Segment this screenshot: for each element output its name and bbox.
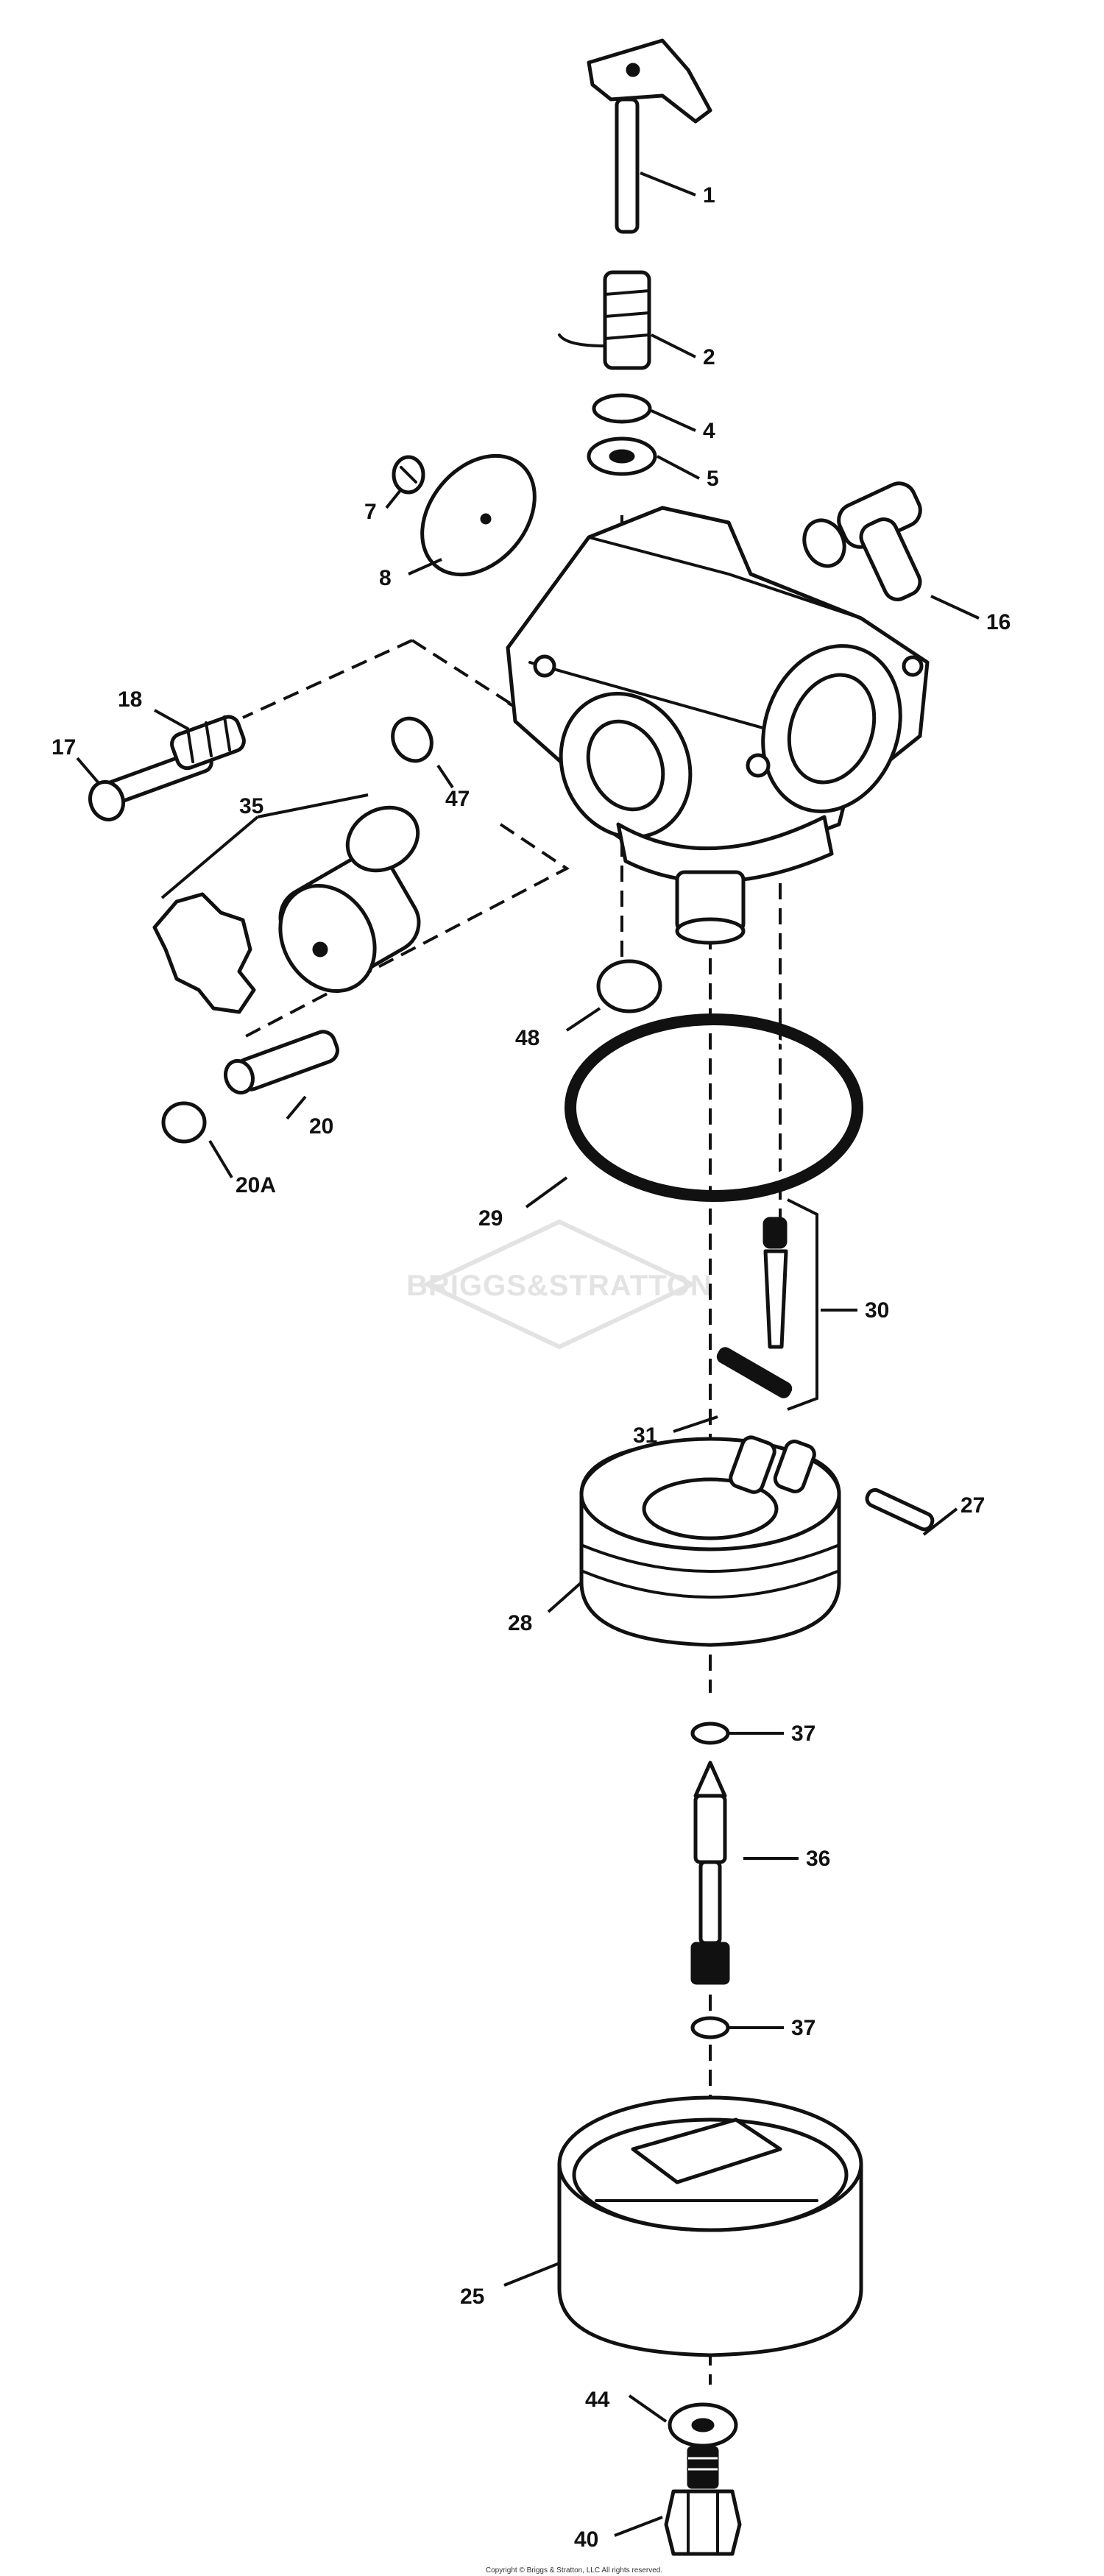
callout-44: 44: [585, 2388, 610, 2412]
float-28-part: [579, 1435, 841, 1647]
bowl-washer-44-part: [668, 2402, 738, 2448]
callout-8: 8: [379, 566, 392, 590]
callout-25: 25: [460, 2285, 484, 2309]
callout-31: 31: [633, 1423, 657, 1448]
choke-shaft-20-part: [223, 1030, 339, 1095]
callout-16: 16: [986, 610, 1011, 634]
callout-29: 29: [478, 1206, 503, 1231]
callout-17: 17: [52, 735, 76, 760]
washer-37-upper-part: [690, 1722, 730, 1745]
callout-48: 48: [515, 1026, 539, 1050]
o-ring-47-part: [391, 716, 434, 763]
watermark: BRIGGS&STRATTON: [406, 1219, 712, 1350]
throttle-seal-part: [587, 436, 657, 476]
throttle-screw-part: [392, 455, 425, 495]
callout-40: 40: [574, 2527, 598, 2552]
callout-27: 27: [960, 1493, 985, 1518]
callout-20a: 20A: [236, 1173, 276, 1197]
callout-5: 5: [707, 467, 719, 491]
callout-4: 4: [703, 419, 715, 443]
choke-assembly-part: [152, 805, 421, 1014]
callout-36: 36: [806, 1847, 830, 1871]
callout-47: 47: [445, 787, 470, 811]
fuel-inlet-elbow-part: [802, 481, 922, 601]
copyright-notice: Copyright © Briggs & Stratton, LLC All r…: [486, 2566, 662, 2575]
main-nozzle-36-part: [690, 1761, 730, 1985]
throttle-shaft-part: [587, 38, 712, 234]
watermark-text: BRIGGS&STRATTON: [406, 1270, 712, 1302]
washer-part: [592, 393, 652, 424]
callout-7: 7: [364, 500, 377, 524]
throttle-plate-part: [420, 453, 537, 577]
callout-1: 1: [703, 183, 715, 208]
callout-28: 28: [508, 1611, 532, 1635]
callout-labels: 1 2 4 5 7 8 16 18 17 47 35 48 20 20A 29 …: [52, 183, 1011, 2552]
clip-31-part: [716, 1347, 793, 1398]
carburetor-body-part: [506, 506, 930, 945]
callout-37-upper: 37: [791, 1722, 815, 1746]
washer-37-lower-part: [690, 2016, 730, 2039]
leader-lines: [76, 171, 980, 2537]
callout-35: 35: [239, 794, 263, 818]
callout-37-lower: 37: [791, 2016, 815, 2040]
callout-30: 30: [865, 1298, 889, 1323]
bowl-gasket-29-part: [565, 1013, 863, 1202]
plug-20a-part: [161, 1101, 207, 1144]
callout-2: 2: [703, 345, 715, 369]
disc-48-part: [596, 959, 662, 1013]
callout-18: 18: [118, 687, 142, 712]
throttle-spring-part: [558, 270, 651, 370]
callout-20: 20: [309, 1114, 333, 1139]
hinge-pin-27-part: [865, 1487, 935, 1532]
inlet-needle-30-part: [762, 1198, 818, 1411]
bowl-nut-40-part: [664, 2446, 742, 2556]
idle-spring-part: [170, 715, 246, 771]
fuel-bowl-25-part: [557, 2095, 863, 2357]
